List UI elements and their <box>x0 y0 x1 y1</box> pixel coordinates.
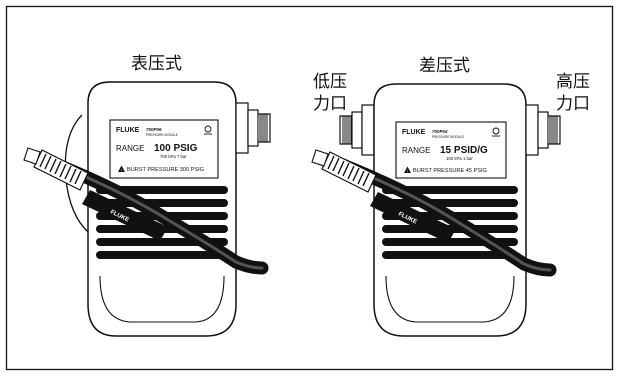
module-symbol-icon <box>204 125 212 135</box>
connector-cable: FLUKE <box>311 149 557 277</box>
high-pressure-port-caption-1: 高压 <box>556 72 590 92</box>
range-value: 15 PSID/G <box>440 145 488 156</box>
pressure-fitting-left <box>339 104 375 156</box>
spec-label: FLUKE 700P04 PRESSURE MODULE RANGE 15 PS… <box>395 121 507 179</box>
range-value: 100 PSIG <box>154 143 198 154</box>
burst-pressure: BURST PRESSURE 300 PSIG <box>127 167 204 173</box>
module-bottom-curve <box>385 275 515 323</box>
model-label: 700P04 <box>432 129 448 134</box>
module-subtitle: PRESSURE MODULE <box>146 133 178 137</box>
differential-module: FLUKE 700P04 PRESSURE MODULE RANGE 15 PS… <box>311 83 561 337</box>
gauge-module: FLUKE 700P06 PRESSURE MODULE RANGE 100 P… <box>23 81 271 337</box>
warning-icon: ! <box>118 165 125 172</box>
svg-text:!: ! <box>121 167 122 172</box>
range-metric: 100 kPa 1 bar <box>446 156 473 161</box>
burst-pressure: BURST PRESSURE 45 PSIG <box>413 168 487 174</box>
module-subtitle: PRESSURE MODULE <box>432 135 464 139</box>
range-label: RANGE <box>402 146 430 155</box>
brand-label: FLUKE <box>116 127 140 134</box>
range-metric: 700 kPa 7 bar <box>160 154 187 159</box>
warning-icon: ! <box>404 166 411 173</box>
svg-text:!: ! <box>407 168 408 173</box>
high-pressure-port-caption-2: 力口 <box>556 94 590 114</box>
pressure-fitting-right <box>525 104 561 156</box>
differential-type-caption: 差压式 <box>419 56 470 76</box>
model-label: 700P06 <box>146 127 162 132</box>
low-pressure-port-caption-2: 力口 <box>313 94 347 114</box>
low-pressure-port-caption-1: 低压 <box>313 72 347 92</box>
spec-label: FLUKE 700P06 PRESSURE MODULE RANGE 100 P… <box>109 119 219 179</box>
module-symbol-icon <box>492 127 500 137</box>
range-label: RANGE <box>116 144 144 153</box>
pressure-fitting-right <box>235 102 271 154</box>
module-bottom-curve <box>99 275 225 323</box>
gauge-type-caption: 表压式 <box>131 54 182 74</box>
brand-label: FLUKE <box>402 129 426 136</box>
connector-cable: FLUKE <box>23 147 269 275</box>
